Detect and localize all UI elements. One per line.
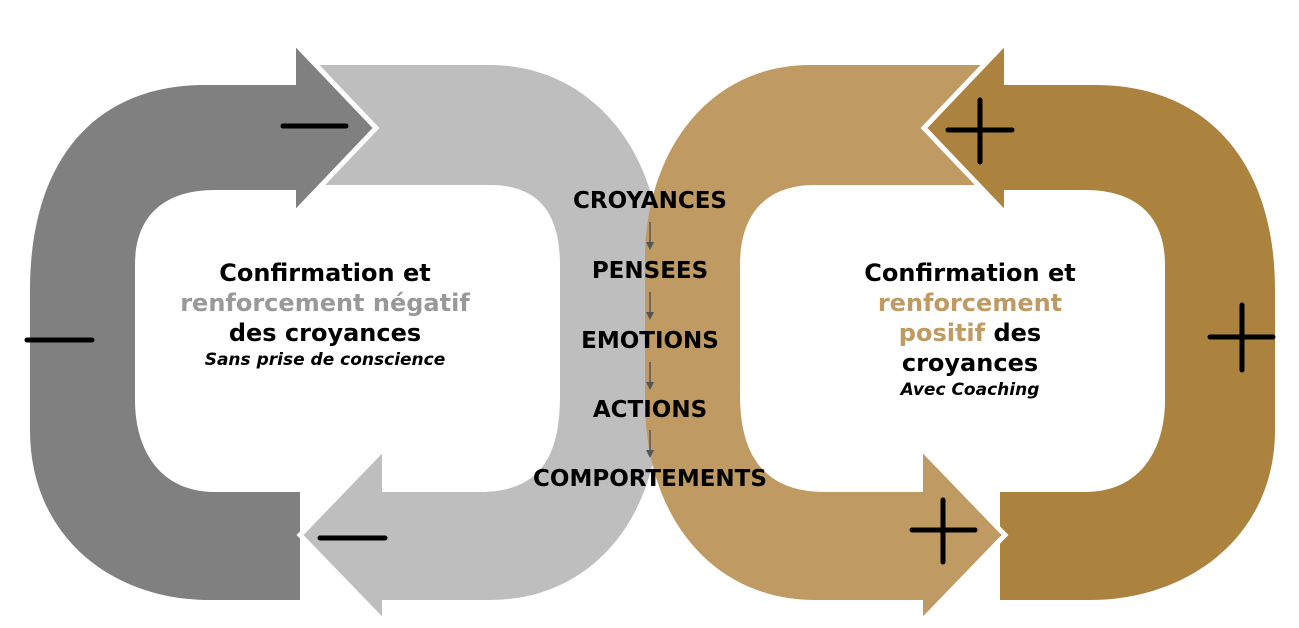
plus-icon	[909, 497, 978, 565]
negative-loop-subtitle: Sans prise de conscience	[204, 350, 446, 370]
negative-loop-bottom-arrow	[300, 450, 382, 620]
positive-loop-top-arrow-edge	[920, 42, 1006, 214]
step-pensees: PENSEES	[591, 258, 709, 284]
negative-loop-highlight: renforcement négatif	[180, 289, 470, 317]
positive-loop-light-arc	[645, 65, 1000, 600]
positive-loop-caption: Confirmation et renforcement positif des…	[835, 258, 1105, 402]
plus-icon	[945, 97, 1015, 165]
negative-loop-dark-arc	[30, 85, 300, 600]
positive-loop-line3: positif des	[835, 318, 1105, 348]
negative-loop-line1: Confirmation et	[219, 259, 431, 287]
positive-loop-highlight-1: renforcement	[877, 289, 1063, 317]
negative-loop-line3: des croyances	[228, 319, 422, 347]
step-comportements: COMPORTEMENTS	[533, 466, 767, 492]
step-croyances: CROYANCES	[573, 188, 727, 214]
negative-loop-light-arc	[320, 65, 660, 600]
positive-loop-bottom-arrow-edge	[921, 448, 1009, 622]
negative-loop-bottom-arrow-edge	[296, 448, 384, 622]
positive-loop-highlight-2: positif	[898, 319, 986, 347]
positive-loop-line1: Confirmation et	[864, 259, 1076, 287]
negative-loop-top-arrow-edge	[294, 42, 380, 214]
positive-loop-bottom-arrow	[923, 450, 1005, 620]
step-actions: ACTIONS	[592, 397, 708, 423]
positive-loop-tail: des	[985, 319, 1042, 347]
plus-icon	[1207, 302, 1276, 373]
step-emotions: EMOTIONS	[581, 328, 719, 354]
positive-loop-dark-arc	[1000, 85, 1275, 600]
step-connector-arrows	[646, 222, 654, 458]
negative-loop-caption: Confirmation et renforcement négatif des…	[140, 258, 510, 372]
positive-loop-line4: croyances	[901, 349, 1039, 377]
positive-loop-subtitle: Avec Coaching	[900, 380, 1040, 400]
